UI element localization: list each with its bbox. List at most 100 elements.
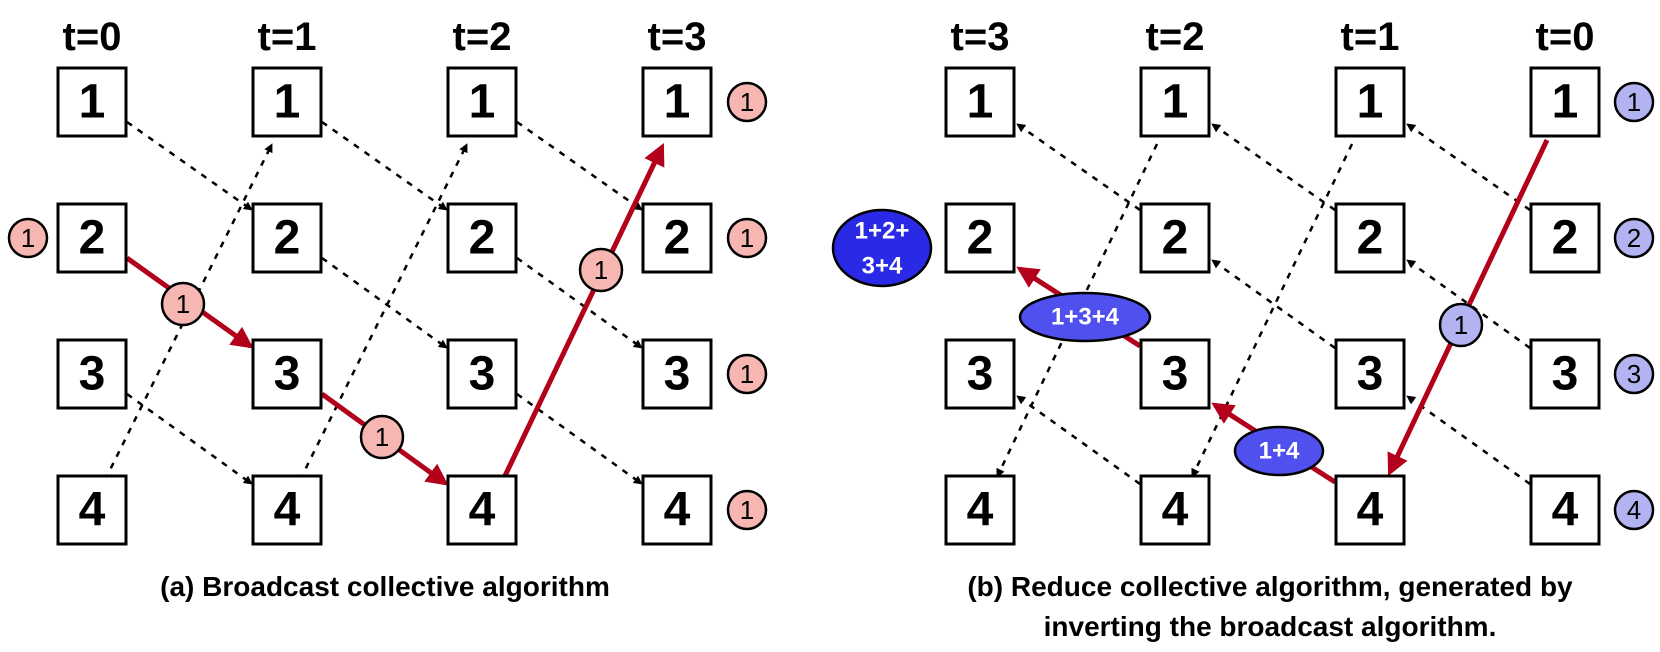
panel-b-reduce: t=3 t=2 t=1 t=0 1 xyxy=(831,15,1655,642)
node-b-t1-3 xyxy=(1334,338,1406,410)
time-header-a-0: t=0 xyxy=(63,15,122,59)
node-label: 3 xyxy=(1552,348,1579,401)
time-header-b-0: t=3 xyxy=(951,15,1010,59)
node-label: 4 xyxy=(1552,484,1579,537)
node-label: 3 xyxy=(79,348,106,401)
time-header-b-3: t=0 xyxy=(1536,15,1595,59)
transfer-badge-a-3 xyxy=(578,247,624,293)
node-label: 3 xyxy=(1357,348,1384,401)
edge-b-2-4to3 xyxy=(1016,394,1141,486)
time-header-a-3: t=3 xyxy=(648,15,707,59)
node-a-t3-1 xyxy=(641,66,713,138)
edge-b-1-1to4 xyxy=(1190,143,1354,478)
node-label: 1 xyxy=(274,76,301,129)
data-badge-b-t0-1 xyxy=(1613,81,1655,123)
transfer-badge-a-2 xyxy=(359,414,405,460)
node-label: 3 xyxy=(664,348,691,401)
node-label: 2 xyxy=(967,212,994,265)
node-b-t3-1 xyxy=(944,66,1016,138)
badge-label: 1 xyxy=(176,289,190,319)
node-a-t1-4 xyxy=(251,474,323,546)
node-label: 4 xyxy=(664,484,691,537)
node-label: 2 xyxy=(1162,212,1189,265)
node-label: 2 xyxy=(1357,212,1384,265)
badge-label: 1 xyxy=(375,422,389,452)
node-label: 4 xyxy=(79,484,106,537)
panel-a-broadcast: t=0 t=1 t=2 t=3 1 xyxy=(7,15,768,602)
badge-label: 1 xyxy=(740,223,754,253)
node-label: 4 xyxy=(1162,484,1189,537)
badge-label: 2 xyxy=(1627,223,1641,253)
data-badge-b-t0-3 xyxy=(1613,353,1655,395)
node-label: 3 xyxy=(1162,348,1189,401)
badge-label: 3 xyxy=(1627,359,1641,389)
node-a-t1-1 xyxy=(251,66,323,138)
node-a-t0-2 xyxy=(56,202,128,274)
node-b-t1-2 xyxy=(1334,202,1406,274)
node-label: 4 xyxy=(1357,484,1384,537)
node-label: 1 xyxy=(664,76,691,129)
badge-label: 1 xyxy=(21,223,35,253)
partial-sum-label: 1+3+4 xyxy=(1051,304,1120,331)
node-a-t1-3 xyxy=(251,338,323,410)
edge-b-0-2to1 xyxy=(1406,122,1531,212)
node-b-t0-2 xyxy=(1529,202,1601,274)
caption-a: (a) Broadcast collective algorithm xyxy=(160,571,610,602)
node-label: 3 xyxy=(274,348,301,401)
node-label: 2 xyxy=(274,212,301,265)
time-header-b-1: t=2 xyxy=(1146,15,1205,59)
node-b-t0-3 xyxy=(1529,338,1601,410)
node-b-t2-1 xyxy=(1139,66,1211,138)
transfer-a-4to1 xyxy=(500,143,665,482)
node-label: 1 xyxy=(469,76,496,129)
node-label: 1 xyxy=(1552,76,1579,129)
node-a-t3-3 xyxy=(641,338,713,410)
panel-a-nodes: 1 2 3 4 1 2 3 4 1 2 3 4 xyxy=(56,66,713,546)
data-badge-b-t0-2 xyxy=(1613,217,1655,259)
badge-label: 1 xyxy=(740,87,754,117)
caption-b-line1: (b) Reduce collective algorithm, generat… xyxy=(967,571,1573,602)
partial-sum-badge-1 xyxy=(1233,425,1325,477)
node-b-t2-4 xyxy=(1139,474,1211,546)
edge-b-2-2to1 xyxy=(1016,122,1141,212)
node-label: 4 xyxy=(274,484,301,537)
transfer-badge-b-1 xyxy=(1438,302,1484,348)
badge-label: 1 xyxy=(594,255,608,285)
panel-b-nodes: 1 2 3 4 1 2 3 4 1 2 3 4 xyxy=(944,66,1601,546)
node-a-t3-4 xyxy=(641,474,713,546)
node-a-t0-1 xyxy=(56,66,128,138)
edge-b-1-3to2 xyxy=(1211,258,1336,350)
badge-label: 1 xyxy=(1454,310,1468,340)
node-b-t0-1 xyxy=(1529,66,1601,138)
data-badge-a-t0-2 xyxy=(7,217,49,259)
edge-a-1-1to2 xyxy=(321,120,448,212)
node-b-t1-1 xyxy=(1334,66,1406,138)
reduce-result-line2: 3+4 xyxy=(862,253,903,280)
data-badge-a-t3-2 xyxy=(726,217,768,259)
time-header-b-2: t=1 xyxy=(1341,15,1400,59)
badge-label: 1 xyxy=(740,359,754,389)
node-label: 2 xyxy=(1552,212,1579,265)
node-a-t2-4 xyxy=(446,474,518,546)
badge-label: 1 xyxy=(1627,87,1641,117)
partial-sum-label: 1+4 xyxy=(1259,438,1300,465)
node-label: 3 xyxy=(967,348,994,401)
caption-b-line2: inverting the broadcast algorithm. xyxy=(1044,611,1497,642)
edge-a-0-1to2 xyxy=(126,120,253,212)
node-a-t0-3 xyxy=(56,338,128,410)
edge-a-2-1to2 xyxy=(516,120,643,212)
node-a-t1-2 xyxy=(251,202,323,274)
node-a-t0-4 xyxy=(56,474,128,546)
node-label: 1 xyxy=(1162,76,1189,129)
node-b-t3-3 xyxy=(944,338,1016,410)
node-label: 2 xyxy=(469,212,496,265)
badge-label: 1 xyxy=(740,495,754,525)
node-label: 1 xyxy=(79,76,106,129)
node-label: 2 xyxy=(79,212,106,265)
node-label: 3 xyxy=(469,348,496,401)
node-label: 4 xyxy=(469,484,496,537)
transfer-badge-a-1 xyxy=(160,281,206,327)
partial-sum-badge-2 xyxy=(1018,291,1152,343)
data-badge-b-t0-4 xyxy=(1613,489,1655,531)
